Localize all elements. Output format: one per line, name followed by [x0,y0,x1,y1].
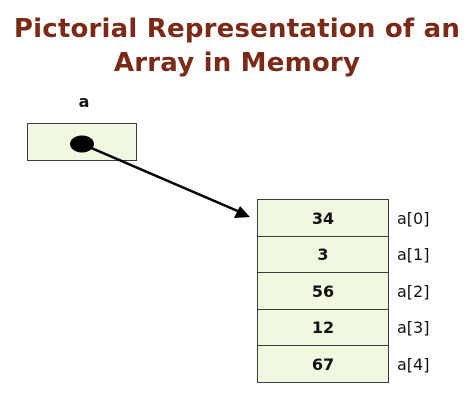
diagram-title: Pictorial Representation of an Array in … [0,12,474,80]
pointer-variable-box [27,123,137,161]
array-cell-1: 3 [257,235,389,274]
array-index-label-3: a[3] [397,318,430,337]
array-index-label-2: a[2] [397,281,430,301]
diagram-title-line-2: Array in Memory [113,48,361,78]
pointer-variable-label: a [78,92,90,111]
array-cell-2: 56 [257,272,389,310]
array-memory-block: 34 3 56 12 67 [257,199,389,383]
array-cell-4: 67 [257,345,389,383]
array-cell-3: 12 [257,308,389,347]
array-index-label-0: a[0] [397,208,430,228]
array-index-label-4: a[4] [397,354,430,374]
pointer-arrowhead [234,206,250,218]
array-index-label-1: a[1] [397,245,430,264]
diagram-title-line-1: Pictorial Representation of an [13,14,461,44]
array-index-labels: a[0] a[1] a[2] a[3] a[4] [397,199,457,383]
array-cell-0: 34 [257,199,389,237]
